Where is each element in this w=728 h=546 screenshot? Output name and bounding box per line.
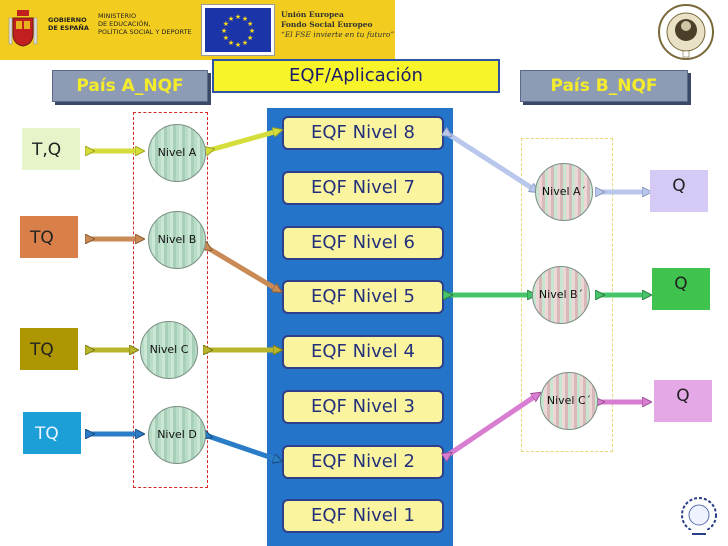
eu-flag-icon: ★★★★★★★★★★★★ [201, 4, 275, 56]
eu-logo-block: ★★★★★★★★★★★★ Unión Europea Fondo Social … [195, 0, 395, 60]
eu-star-icon: ★ [247, 20, 253, 28]
eu-star-icon: ★ [242, 15, 248, 23]
country-a-qual-4: TQ [23, 412, 81, 454]
country-b-qual-1: Q [650, 170, 708, 212]
country-a-level-d: Nivel D [148, 406, 206, 464]
eqf-level-4: EQF Nivel 4 [282, 335, 444, 369]
ministry-label: MINISTERIO DE EDUCACIÓN, POLÍTICA SOCIAL… [98, 12, 192, 36]
eqf-level-7: EQF Nivel 7 [282, 171, 444, 205]
eqf-level-6: EQF Nivel 6 [282, 226, 444, 260]
country-b-level-b-prime: Nivel B´ [532, 266, 590, 324]
eu-star-icon: ★ [235, 13, 241, 21]
arrow-level-d-to-eqf-2 [208, 436, 278, 460]
arrow-eqf-8-to-level-a-prime [448, 134, 535, 190]
country-a-header: País A_NQF [52, 70, 208, 102]
eu-line-3: “El FSE invierte en tu futuro” [281, 30, 395, 39]
gov-label: GOBIERNO DE ESPAÑA [48, 16, 89, 32]
country-a-level-c: Nivel C [140, 321, 198, 379]
page-title: EQF/Aplicación [212, 59, 500, 93]
eu-star-icon: ★ [223, 34, 229, 42]
eu-stars-icon: ★★★★★★★★★★★★ [221, 13, 255, 49]
eu-star-icon: ★ [228, 39, 234, 47]
arrow-level-a-to-eqf-8 [210, 131, 278, 150]
eqf-level-2: EQF Nivel 2 [282, 445, 444, 479]
eu-star-icon: ★ [221, 27, 227, 35]
eu-star-icon: ★ [242, 39, 248, 47]
eqf-level-3: EQF Nivel 3 [282, 390, 444, 424]
country-b-level-c-prime: Nivel C´ [540, 372, 598, 430]
country-b-qual-2: Q [652, 268, 710, 310]
institution-seal-icon [658, 4, 714, 60]
country-a-level-frame [133, 112, 208, 488]
eqf-level-8: EQF Nivel 8 [282, 116, 444, 150]
country-b-level-a-prime: Nivel A´ [535, 163, 593, 221]
cpr-logo-icon [681, 497, 717, 536]
header-bar: GOBIERNO DE ESPAÑA MINISTERIO DE EDUCACI… [0, 0, 728, 60]
arrow-eqf-2-to-level-c-prime [448, 395, 537, 455]
country-b-header: País B_NQF [520, 70, 688, 102]
country-a-level-a: Nivel A [148, 124, 206, 182]
eqf-level-1: EQF Nivel 1 [282, 499, 444, 533]
country-a-level-b: Nivel B [148, 211, 206, 269]
eu-star-icon: ★ [228, 15, 234, 23]
government-logo-block: GOBIERNO DE ESPAÑA MINISTERIO DE EDUCACI… [0, 0, 195, 60]
eu-line-1: Unión Europea [281, 10, 344, 19]
arrow-level-b-to-eqf-5 [208, 248, 278, 290]
country-a-qual-1: T,Q [22, 128, 80, 170]
eu-star-icon: ★ [249, 27, 255, 35]
eu-line-2: Fondo Social Europeo [281, 20, 373, 29]
eu-star-icon: ★ [223, 20, 229, 28]
country-a-qual-2: TQ [20, 216, 78, 258]
eu-star-icon: ★ [235, 41, 241, 49]
coat-of-arms-icon [8, 10, 38, 47]
eqf-level-5: EQF Nivel 5 [282, 280, 444, 314]
country-b-qual-3: Q [654, 380, 712, 422]
country-a-qual-3: TQ [20, 328, 78, 370]
eu-star-icon: ★ [247, 34, 253, 42]
